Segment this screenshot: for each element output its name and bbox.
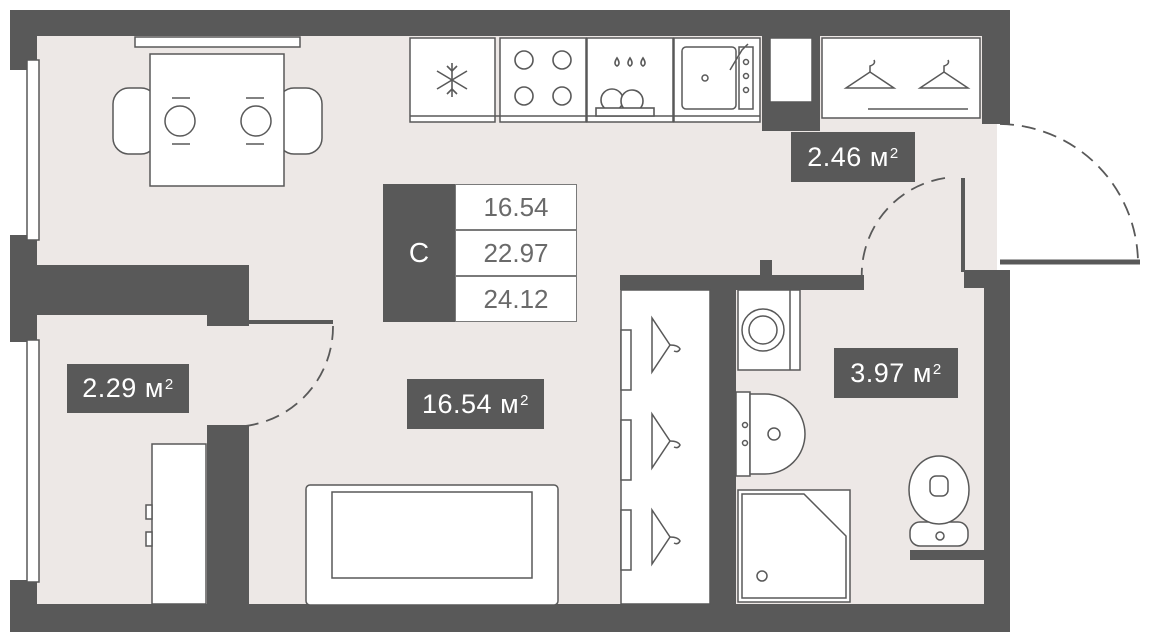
dining-table [112, 53, 323, 187]
shower-tray [737, 489, 851, 603]
room-area-text: 3.97 м [850, 357, 932, 388]
room-area-text: 2.46 м [807, 141, 889, 172]
windows [26, 36, 301, 583]
hallway-wardrobe [821, 37, 981, 119]
bathroom-door[interactable] [860, 177, 965, 283]
balcony-door[interactable] [230, 320, 334, 427]
stove-icon [514, 50, 572, 106]
room-area-unit: 2 [889, 144, 899, 162]
total-area-value: 22.97 [455, 230, 577, 276]
washing-machine [737, 289, 801, 371]
total-area-with-balcony-value: 24.12 [455, 276, 577, 322]
room-area-text: 16.54 м [422, 388, 520, 419]
entrance-door[interactable] [999, 123, 1140, 265]
room-area-unit: 2 [520, 391, 529, 409]
hanger-icon [843, 59, 971, 89]
dishwasher-icon [595, 56, 655, 117]
hanger-icon [651, 315, 681, 567]
sofa [305, 484, 559, 606]
living-area-value: 16.54 [455, 184, 577, 230]
snowflake-icon [436, 63, 468, 97]
walls [10, 10, 1010, 632]
room-area-unit: 2 [932, 360, 942, 378]
room-area-unit: 2 [164, 376, 174, 393]
sink-icon [681, 43, 754, 110]
area-summary-table: С 16.54 22.97 24.12 [383, 184, 577, 322]
balcony-cabinet [145, 443, 207, 605]
toilet [908, 455, 970, 547]
apartment-type-label: С [383, 184, 455, 322]
washbasin [735, 391, 806, 477]
room-area-text: 2.29 м [82, 373, 164, 403]
niche [769, 37, 813, 103]
